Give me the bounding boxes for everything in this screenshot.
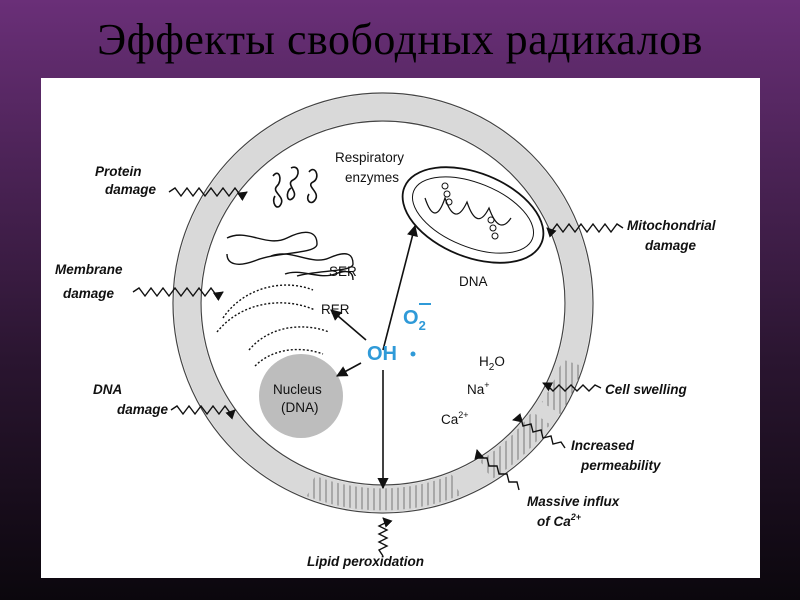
label-rer: RER [321,302,350,317]
damaged-membrane-right [479,411,550,480]
label-protein-1: Protein [95,164,142,179]
label-permeability-2: permeability [580,458,662,473]
label-cell-swelling: Cell swelling [605,382,688,397]
radical-dot-icon [410,351,416,357]
label-ser: SER [329,264,357,279]
label-hydroxyl: OH [367,343,397,365]
label-calcium: Ca2+ [441,410,469,427]
label-sodium: Na+ [467,380,490,397]
label-membrane-2: damage [63,286,115,301]
slide-title: Эффекты свободных радикалов [97,15,703,64]
label-dna-mito: DNA [459,274,488,289]
label-membrane-1: Membrane [55,262,123,277]
label-nucleus-2: (DNA) [281,400,319,415]
label-dna-damage-1: DNA [93,382,122,397]
cell-membrane [172,92,594,514]
label-influx-2: of Ca2+ [537,512,582,529]
label-mito-1: Mitochondrial [627,218,716,233]
label-dna-damage-2: damage [117,402,169,417]
nucleus [259,354,343,438]
label-resp-2: enzymes [345,170,399,185]
label-nucleus-1: Nucleus [273,382,322,397]
label-resp-1: Respiratory [335,150,404,165]
cell-diagram: Protein damage Membrane damage DNA damag… [41,78,760,578]
label-superoxide: O2 [403,307,426,333]
label-influx-1: Massive influx [527,494,620,509]
mitochondrion [401,166,545,264]
rough-er [216,284,330,367]
label-permeability-1: Increased [571,438,635,453]
label-mito-2: damage [645,238,697,253]
damaged-membrane-bottom [307,474,461,511]
smooth-er [226,231,354,281]
label-lipid-peroxidation: Lipid peroxidation [307,554,424,569]
protein-squiggles [272,166,318,208]
label-protein-2: damage [105,182,157,197]
label-water: H2O [479,354,505,373]
